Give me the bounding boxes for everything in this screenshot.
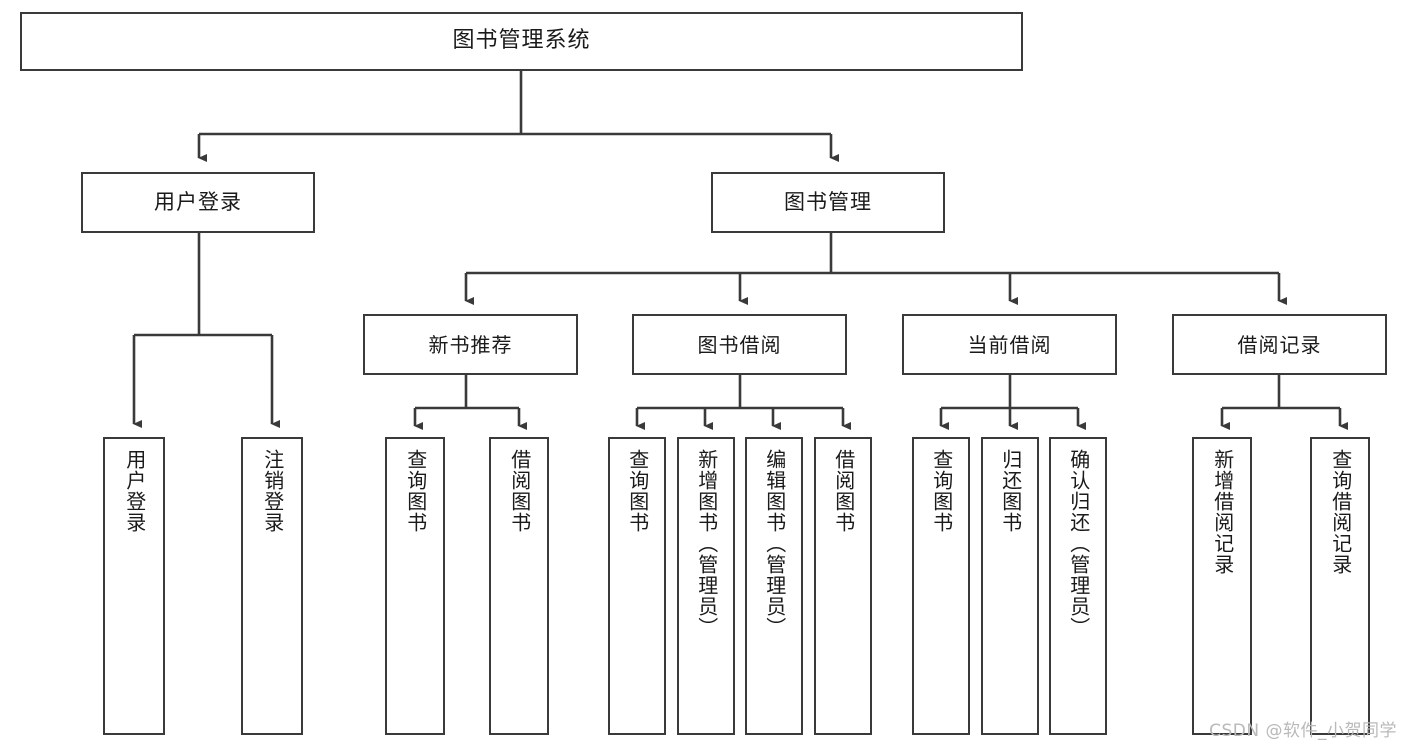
node-leaf-edit-book[interactable]: 编辑图书（管理员） bbox=[745, 437, 803, 735]
node-leaf-add-record-label: 新增借阅记录 bbox=[1210, 449, 1235, 575]
node-leaf-query-record-label: 查询借阅记录 bbox=[1328, 449, 1353, 575]
node-leaf-confirm-return[interactable]: 确认归还（管理员） bbox=[1049, 437, 1107, 735]
node-leaf-add-record[interactable]: 新增借阅记录 bbox=[1192, 437, 1252, 735]
node-leaf-borrow-book-2[interactable]: 借阅图书 bbox=[814, 437, 872, 735]
node-leaf-query-book-1[interactable]: 查询图书 bbox=[385, 437, 445, 735]
node-user-login[interactable]: 用户登录 bbox=[81, 172, 315, 233]
csdn-watermark: CSDN @软件_小贺同学 bbox=[1209, 721, 1397, 741]
node-leaf-query-book-3[interactable]: 查询图书 bbox=[912, 437, 970, 735]
node-book-borrow[interactable]: 图书借阅 bbox=[632, 314, 847, 375]
node-leaf-confirm-return-label: 确认归还（管理员） bbox=[1066, 449, 1091, 638]
node-leaf-borrow-book-1-label: 借阅图书 bbox=[507, 449, 532, 533]
node-leaf-query-book-2-label: 查询图书 bbox=[625, 449, 650, 533]
node-leaf-query-record[interactable]: 查询借阅记录 bbox=[1310, 437, 1370, 735]
node-current-borrow-label: 当前借阅 bbox=[967, 332, 1052, 357]
node-leaf-logout[interactable]: 注销登录 bbox=[241, 437, 303, 735]
node-book-manage-label: 图书管理 bbox=[784, 189, 872, 214]
node-leaf-user-login-label: 用户登录 bbox=[122, 449, 147, 533]
node-leaf-return-book[interactable]: 归还图书 bbox=[981, 437, 1039, 735]
node-leaf-edit-book-label: 编辑图书（管理员） bbox=[762, 449, 787, 638]
node-new-book-recommend[interactable]: 新书推荐 bbox=[363, 314, 578, 375]
node-new-book-recommend-label: 新书推荐 bbox=[428, 332, 513, 357]
node-leaf-query-book-2[interactable]: 查询图书 bbox=[608, 437, 666, 735]
node-root[interactable]: 图书管理系统 bbox=[20, 12, 1023, 71]
node-leaf-add-book-label: 新增图书（管理员） bbox=[694, 449, 719, 638]
node-book-manage[interactable]: 图书管理 bbox=[711, 172, 945, 233]
node-leaf-borrow-book-2-label: 借阅图书 bbox=[831, 449, 856, 533]
node-borrow-record-label: 借阅记录 bbox=[1237, 332, 1322, 357]
node-leaf-query-book-1-label: 查询图书 bbox=[403, 449, 428, 533]
node-leaf-return-book-label: 归还图书 bbox=[998, 449, 1023, 533]
node-borrow-record[interactable]: 借阅记录 bbox=[1172, 314, 1387, 375]
node-leaf-query-book-3-label: 查询图书 bbox=[929, 449, 954, 533]
node-leaf-borrow-book-1[interactable]: 借阅图书 bbox=[489, 437, 549, 735]
node-current-borrow[interactable]: 当前借阅 bbox=[902, 314, 1117, 375]
node-leaf-add-book[interactable]: 新增图书（管理员） bbox=[677, 437, 735, 735]
node-user-login-label: 用户登录 bbox=[154, 189, 242, 214]
node-root-label: 图书管理系统 bbox=[452, 28, 591, 54]
node-leaf-user-login[interactable]: 用户登录 bbox=[103, 437, 165, 735]
node-leaf-logout-label: 注销登录 bbox=[260, 449, 285, 533]
node-book-borrow-label: 图书借阅 bbox=[697, 332, 782, 357]
